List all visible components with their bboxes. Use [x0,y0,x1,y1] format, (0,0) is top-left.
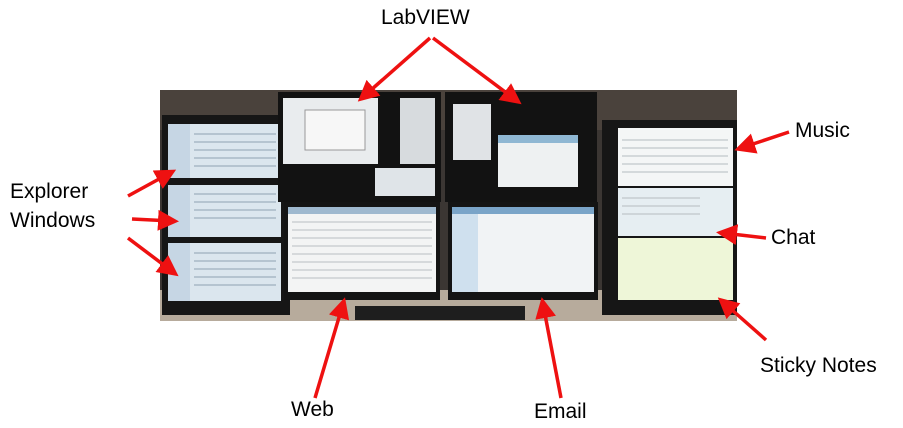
label-web: Web [291,398,334,421]
arrow-labview-left [357,36,432,102]
right-portrait-monitor [602,120,737,315]
keyboard [355,306,525,320]
desk-scene [160,90,737,321]
arrow-music [734,130,790,154]
labview-monitor-left [278,92,441,202]
label-email: Email [534,400,587,423]
label-chat: Chat [771,226,816,249]
explorer-monitor [162,115,290,315]
label-music: Music [795,119,850,142]
multi-monitor-photo [160,90,737,321]
label-explorer-line2: Windows [10,209,96,232]
label-labview: LabVIEW [381,6,470,29]
labview-monitor-right [445,92,597,202]
email-monitor [448,202,598,300]
label-sticky-notes: Sticky Notes [760,354,877,377]
web-monitor [284,202,440,300]
label-explorer-line1: Explorer [10,180,89,203]
